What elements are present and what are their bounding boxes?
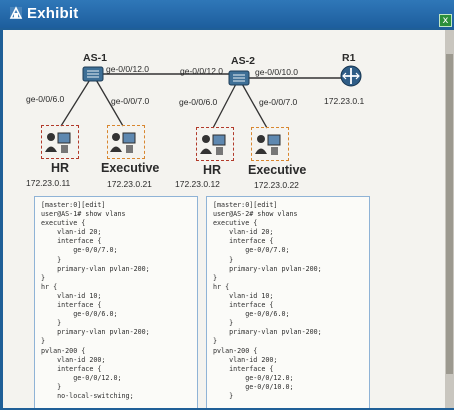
exhibit-content: AS-1 AS-2 R1 ge-0/0/12.0 ge-0/0/12.0 ge-… [3, 30, 445, 408]
title-bar: Exhibit x [0, 0, 454, 28]
topology-lines [60, 65, 362, 129]
user-computer-icon [110, 132, 136, 153]
port-label: ge-0/0/12.0 [106, 64, 150, 74]
network-diagram: AS-1 AS-2 R1 ge-0/0/12.0 ge-0/0/12.0 ge-… [3, 30, 445, 190]
window-title: Exhibit [27, 5, 79, 22]
exhibit-icon [9, 6, 23, 19]
as1-vlan-config: [master:0][edit] user@AS-1# show vlans e… [34, 196, 198, 408]
config-text: [master:0][edit] user@AS-2# show vlans e… [213, 201, 322, 400]
port-label: ge-0/0/7.0 [259, 97, 298, 107]
port-label: ge-0/0/6.0 [26, 94, 65, 104]
switch-icon [228, 70, 250, 86]
router-label: R1 [342, 52, 356, 64]
user-computer-icon [200, 134, 226, 155]
port-label: ge-0/0/7.0 [111, 96, 150, 106]
host-ip: 172.23.0.22 [254, 180, 299, 190]
switch-label-as1: AS-1 [83, 52, 107, 64]
config-text: [master:0][edit] user@AS-1# show vlans e… [41, 201, 150, 400]
host-icons [45, 132, 281, 155]
hr-host-box [196, 127, 234, 161]
switch-icon [82, 66, 104, 82]
host-ip: 172.23.0.11 [26, 178, 71, 188]
port-label: ge-0/0/6.0 [179, 97, 218, 107]
host-name: HR [203, 163, 222, 177]
router-ip: 172.23.0.1 [324, 96, 365, 106]
scrollbar-thumb[interactable] [446, 54, 453, 374]
executive-host-box [251, 127, 289, 161]
host-name: HR [51, 161, 70, 175]
router-icon [340, 65, 362, 87]
user-computer-icon [45, 132, 71, 153]
port-label: ge-0/0/12.0 [180, 66, 224, 76]
host-ip: 172.23.0.21 [107, 179, 152, 189]
port-label: ge-0/0/10.0 [255, 67, 299, 77]
executive-host-box [107, 125, 145, 159]
host-name: Executive [101, 161, 160, 175]
hr-host-box [41, 125, 79, 159]
close-button[interactable]: x [439, 14, 452, 27]
user-computer-icon [255, 134, 281, 155]
host-name: Executive [248, 163, 307, 177]
as2-vlan-config: [master:0][edit] user@AS-2# show vlans e… [206, 196, 370, 408]
host-ip: 172.23.0.12 [175, 179, 220, 189]
switch-label-as2: AS-2 [231, 55, 255, 67]
vertical-scrollbar[interactable] [445, 30, 454, 408]
